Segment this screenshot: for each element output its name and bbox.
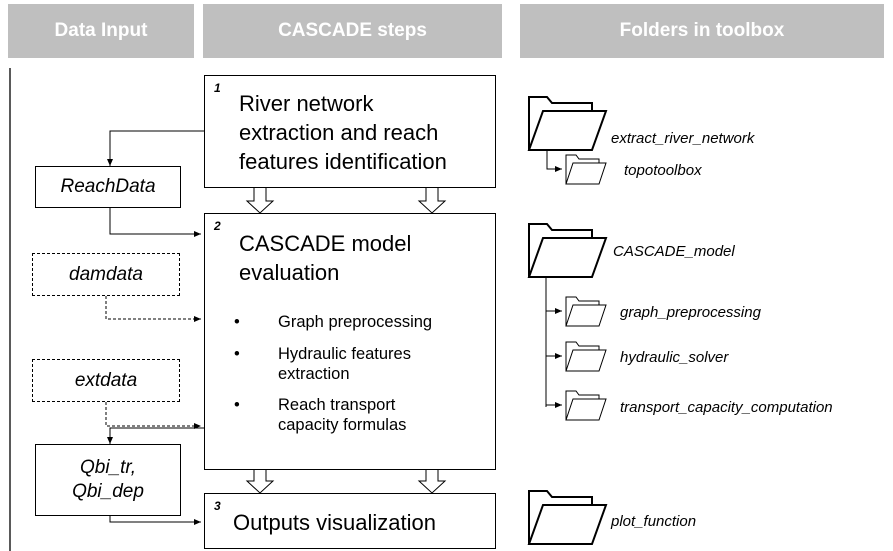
arrow-damdata-to-step2	[105, 296, 201, 322]
label-topotoolbox: topotoolbox	[624, 162, 702, 179]
label-transport-capacity-computation: transport_capacity_computation	[620, 399, 833, 416]
bullet-line: capacity formulas	[278, 416, 407, 434]
bullet-dot: •	[234, 345, 240, 363]
header-folders: Folders in toolbox	[520, 4, 884, 58]
step2-title-line: CASCADE model	[239, 231, 412, 256]
label-graph-preprocessing: graph_preprocessing	[620, 304, 761, 321]
hollow-arrow-1a	[245, 188, 275, 214]
step1-box: 1 River network extraction and reach fea…	[204, 75, 496, 188]
arrow-reachdata-to-step2	[109, 208, 201, 237]
folder-icon-plot-function	[527, 490, 608, 545]
step1-title-line: extraction and reach	[239, 120, 439, 145]
folder-icon-cascade-model	[527, 223, 608, 278]
header-data-input: Data Input	[8, 4, 194, 58]
header-cascade-steps: CASCADE steps	[203, 4, 502, 58]
step1-title-line: features identification	[239, 149, 447, 174]
arrow-extdata-to-step2	[105, 402, 201, 429]
step2-title: CASCADE model evaluation	[239, 229, 411, 287]
qbi-line: Qbi_dep	[72, 481, 144, 502]
label-cascade-model: CASCADE_model	[613, 243, 735, 260]
qbi-box: Qbi_tr, Qbi_dep	[35, 444, 181, 516]
step3-title: Outputs visualization	[233, 508, 436, 537]
bullet-graph-preprocessing: • Graph preprocessing	[234, 312, 433, 332]
arrow-step1-to-reachdata	[107, 130, 204, 166]
step2-number: 2	[214, 219, 221, 233]
bullet-line: Graph preprocessing	[278, 313, 433, 331]
bullet-line: extraction	[278, 365, 350, 383]
bullet-line: Hydraulic features	[278, 345, 411, 363]
bullet-line: Reach transport	[278, 396, 396, 414]
folder-icon-extract-river-network	[527, 96, 608, 151]
step1-title-line: River network	[239, 91, 374, 116]
hollow-arrow-2a	[245, 470, 275, 494]
step1-number: 1	[214, 81, 221, 95]
extdata-box: extdata	[32, 359, 180, 402]
bullet-reach-transport: • Reach transport capacity formulas	[234, 395, 407, 435]
label-hydraulic-solver: hydraulic_solver	[620, 349, 729, 366]
folder-icon-topotoolbox	[565, 154, 607, 185]
bullet-dot: •	[234, 396, 240, 414]
folder-icon-hydraulic-solver	[565, 341, 607, 372]
hollow-arrow-1b	[417, 188, 447, 214]
step3-box: 3 Outputs visualization	[204, 493, 496, 549]
damdata-box: damdata	[32, 253, 180, 296]
bullet-dot: •	[234, 313, 240, 331]
step3-number: 3	[214, 499, 221, 513]
hollow-arrow-2b	[417, 470, 447, 494]
tree-line-extract	[546, 149, 562, 172]
arrow-step2-to-qbi	[107, 427, 204, 444]
bullet-hydraulic-features: • Hydraulic features extraction	[234, 344, 411, 384]
step2-box: 2 CASCADE model evaluation • Graph prepr…	[204, 213, 496, 470]
label-plot-function: plot_function	[611, 513, 697, 530]
step3-title-line: Outputs visualization	[233, 510, 436, 535]
step2-title-line: evaluation	[239, 260, 340, 285]
folder-icon-transport-capacity	[565, 390, 607, 421]
folder-icon-graph-preprocessing	[565, 296, 607, 327]
reachdata-box: ReachData	[35, 166, 181, 208]
qbi-line: Qbi_tr,	[80, 457, 136, 478]
label-extract-river-network: extract_river_network	[611, 130, 755, 147]
arrow-qbi-to-step3	[109, 516, 201, 525]
step1-title: River network extraction and reach featu…	[239, 89, 447, 176]
